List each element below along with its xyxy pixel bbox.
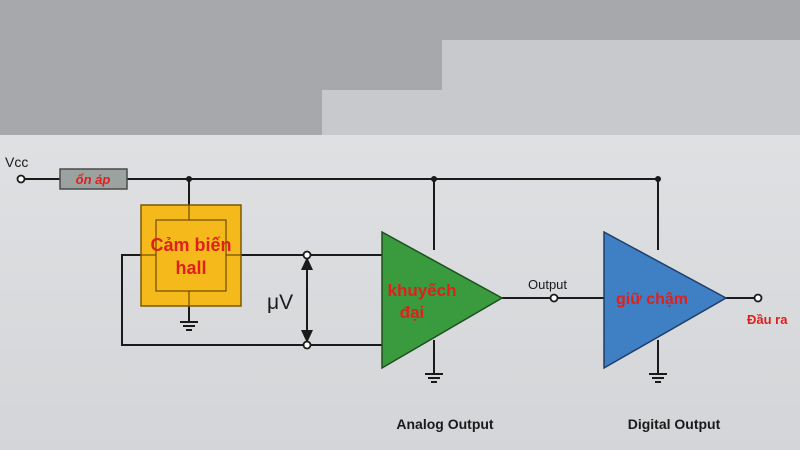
digital-output-terminal <box>753 293 763 303</box>
microvolt-terminal-top <box>302 250 312 260</box>
microvolt-terminal-bottom <box>302 340 312 350</box>
header-block-right <box>442 40 800 135</box>
microvolt-arrows <box>301 257 313 343</box>
hall-sensor-box <box>140 204 242 307</box>
hall-sensor-label-line1: Cảm biến <box>150 235 231 255</box>
ground-symbols <box>180 321 667 383</box>
hall-sensor-label-line2: hall <box>175 258 206 278</box>
arrow-up-icon <box>301 257 313 270</box>
microvolt-label: μV <box>267 291 293 314</box>
junction-dot <box>186 176 192 182</box>
wires <box>21 178 758 374</box>
ground-icon <box>180 321 198 331</box>
hall-sensor-element <box>141 205 241 306</box>
analog-output-label: Analog Output <box>396 416 494 432</box>
schmitt-trigger-label: giữ chậm <box>616 291 688 308</box>
amplifier-label-line2: đại <box>400 303 425 322</box>
junction-dot <box>655 176 661 182</box>
output-label: Output <box>528 277 567 292</box>
amplifier-label-line1: khuyếch <box>388 281 457 300</box>
vcc-terminal <box>16 174 26 184</box>
junction-dot <box>431 176 437 182</box>
voltage-regulator-box <box>59 168 128 190</box>
analog-output-terminal <box>549 293 559 303</box>
voltage-regulator-label: ổn áp <box>76 172 111 187</box>
amplifier-triangle <box>381 230 504 370</box>
header-block-left <box>322 90 442 135</box>
vcc-label: Vcc <box>5 154 28 170</box>
output-end-label: Đầu ra <box>747 312 788 327</box>
terminals <box>16 174 763 350</box>
wire-sensor-loop-bottom <box>121 254 382 346</box>
arrow-down-icon <box>301 330 313 343</box>
digital-output-label: Digital Output <box>628 416 721 432</box>
junctions <box>186 176 661 182</box>
schmitt-trigger-triangle <box>603 230 728 370</box>
ground-icon <box>649 373 667 383</box>
ground-icon <box>425 373 443 383</box>
